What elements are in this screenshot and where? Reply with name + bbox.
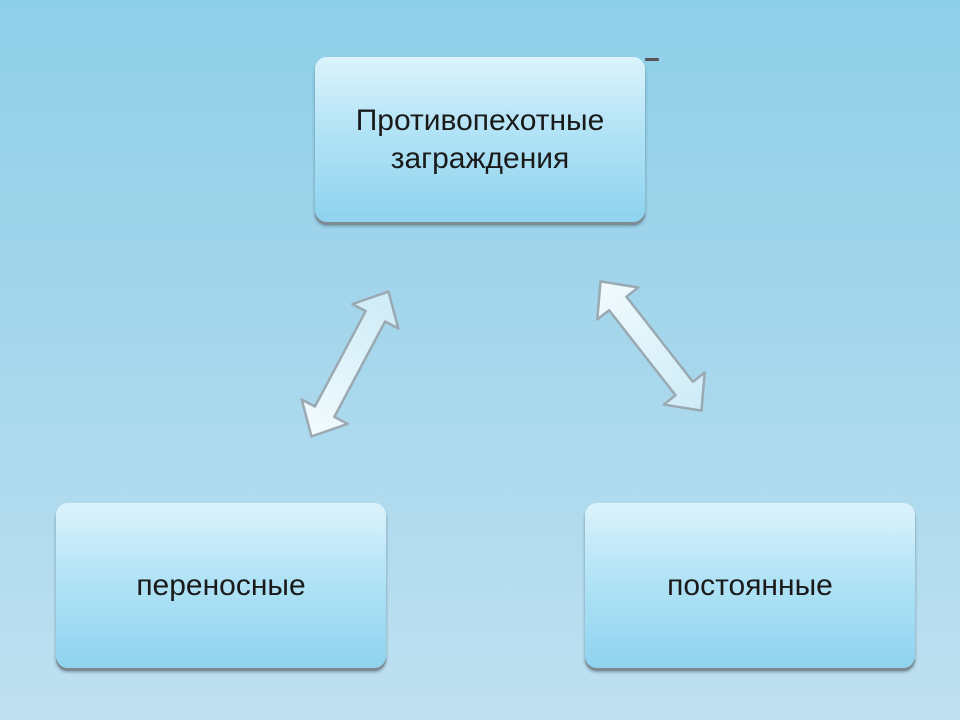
double-arrow-left — [300, 290, 400, 438]
node-left-label: переносные — [136, 568, 306, 602]
double-arrow-right — [596, 280, 706, 412]
node-right-label: постоянные — [667, 568, 833, 602]
double-arrow-left-shape — [300, 290, 400, 438]
node-permanent: постоянные — [585, 503, 915, 668]
node-anti-personnel-barriers: Противопехотные заграждения — [315, 57, 645, 222]
node-top-label: Противопехотные заграждения — [355, 103, 605, 175]
double-arrow-right-shape — [596, 280, 706, 412]
node-portable: переносные — [56, 503, 386, 668]
decorative-dash — [645, 58, 659, 61]
